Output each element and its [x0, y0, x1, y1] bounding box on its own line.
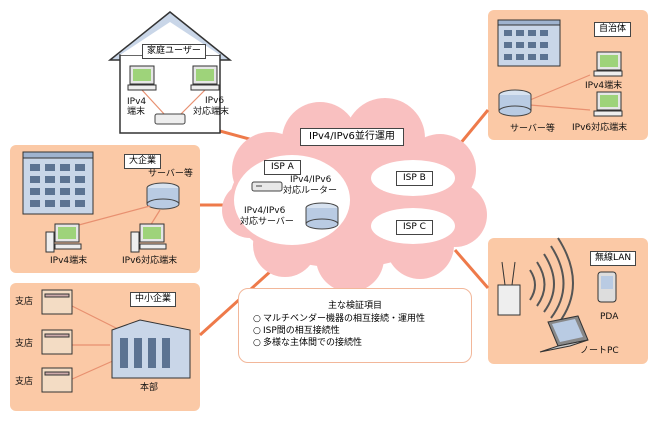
municipality-pc2-label: IPv6対応端末 — [572, 123, 628, 133]
enterprise-server-label: サーバー等 — [148, 169, 193, 179]
access-point-icon — [497, 261, 521, 316]
verification-box: 主な検証項目 ○マルチベンダー機器の相互接続・運用性 ○ISP間の相互接続性 ○… — [238, 288, 472, 363]
isp-c-label: ISP C — [396, 220, 433, 235]
enterprise-title: 大企業 — [124, 154, 162, 169]
verification-title: 主な検証項目 — [327, 301, 382, 311]
municipality-building-icon — [497, 19, 561, 67]
pda-label: PDA — [600, 312, 619, 322]
router-label-1: IPv4/IPv6 — [290, 175, 332, 185]
verification-item: ○マルチベンダー機器の相互接続・運用性 — [253, 314, 426, 324]
cloud-title: IPv4/IPv6並行運用 — [300, 128, 404, 146]
server-label-2: 対応サーバー — [240, 217, 294, 227]
home-pc1-icon — [127, 65, 157, 91]
municipality-server-label: サーバー等 — [510, 124, 555, 134]
verification-item: ○多様な主体間での接続性 — [253, 338, 363, 348]
radio-waves-icon — [529, 237, 574, 325]
verification-list: ○マルチベンダー機器の相互接続・運用性 ○ISP間の相互接続性 ○多様な主体間で… — [253, 313, 425, 349]
enterprise-pc2-icon — [130, 223, 167, 253]
isp-b-label: ISP B — [396, 171, 433, 186]
sme-title: 中小企業 — [130, 292, 177, 307]
link-wireless — [453, 249, 490, 289]
hq-building-icon — [111, 319, 191, 379]
municipality-server-icon — [498, 89, 532, 117]
home-pc1-label-2: 端末 — [127, 107, 146, 117]
enterprise-pc1-icon — [45, 223, 82, 253]
municipality-pc1-icon — [593, 51, 623, 77]
verification-item: ○ISP間の相互接続性 — [253, 326, 340, 336]
branch-building-icon — [41, 289, 73, 393]
branch2-label: 支店 — [15, 339, 34, 349]
notebook-icon — [539, 315, 589, 353]
branch3-label: 支店 — [15, 377, 34, 387]
enterprise-server-icon — [146, 182, 180, 210]
pda-icon — [597, 271, 617, 303]
municipality-title: 自治体 — [594, 22, 632, 37]
branch1-label: 支店 — [15, 297, 34, 307]
server-label-1: IPv4/IPv6 — [244, 206, 286, 216]
home-pc2-label-1: IPv6 — [205, 96, 225, 106]
link-sme — [198, 268, 274, 337]
hq-label: 本部 — [140, 383, 159, 393]
home-pc1-label-1: IPv4 — [127, 97, 147, 107]
home-pc2-icon — [190, 65, 220, 91]
enterprise-pc2-label: IPv6対応端末 — [122, 256, 178, 266]
router-icon — [251, 181, 283, 192]
wireless-title: 無線LAN — [590, 251, 637, 266]
enterprise-pc1-label: IPv4端末 — [50, 256, 88, 266]
isp-a-label: ISP A — [264, 160, 301, 175]
enterprise-building-icon — [22, 151, 94, 215]
home-pc2-label-2: 対応端末 — [193, 107, 230, 117]
municipality-pc1-label: IPv4端末 — [585, 81, 623, 91]
home-title: 家庭ユーザー — [142, 44, 206, 59]
server-icon — [305, 202, 339, 230]
home-router-icon — [154, 113, 186, 125]
municipality-pc2-icon — [593, 91, 623, 117]
notebook-label: ノートPC — [580, 346, 619, 356]
router-label-2: 対応ルーター — [283, 186, 338, 196]
